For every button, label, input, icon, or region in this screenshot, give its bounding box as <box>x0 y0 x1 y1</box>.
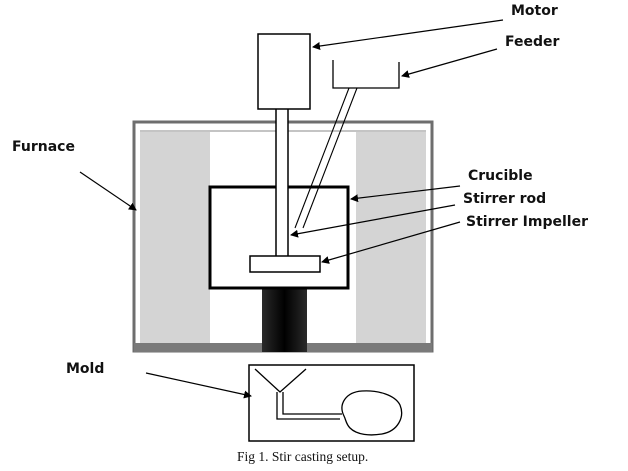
mold-sprue-inner <box>282 392 342 415</box>
feeder <box>294 60 400 229</box>
furnace-left-wall <box>140 132 210 344</box>
label-crucible: Crucible <box>468 168 533 184</box>
feeder-tube-right <box>302 87 358 229</box>
mold-funnel <box>254 368 307 393</box>
furnace-right-wall <box>356 132 426 344</box>
label-motor: Motor <box>511 3 558 19</box>
stirrer-rod <box>275 107 289 258</box>
label-furnace: Furnace <box>12 139 75 155</box>
arrow-furnace <box>79 171 137 211</box>
arrow-mold <box>145 372 252 399</box>
label-feeder: Feeder <box>505 34 560 50</box>
arrow-stirrer-rod <box>290 204 456 238</box>
label-stirrer-rod: Stirrer rod <box>463 191 546 207</box>
arrow-motor <box>312 19 504 50</box>
stirrer-impeller <box>249 255 321 273</box>
label-stirrer-impeller: Stirrer Impeller <box>466 214 588 230</box>
arrow-crucible <box>350 185 461 203</box>
feeder-tube-left <box>294 87 350 229</box>
label-mold: Mold <box>66 361 104 377</box>
arrow-feeder <box>401 48 498 78</box>
mold-cavity <box>341 390 403 436</box>
mold-sprue <box>276 392 340 420</box>
bottom-pour-pipe <box>262 287 307 352</box>
leader-arrows <box>79 19 504 399</box>
figure-caption: Fig 1. Stir casting setup. <box>237 449 368 464</box>
mold <box>248 364 415 442</box>
feeder-hopper <box>332 60 400 89</box>
motor <box>257 33 311 110</box>
arrow-stirrer-impeller <box>321 221 461 264</box>
